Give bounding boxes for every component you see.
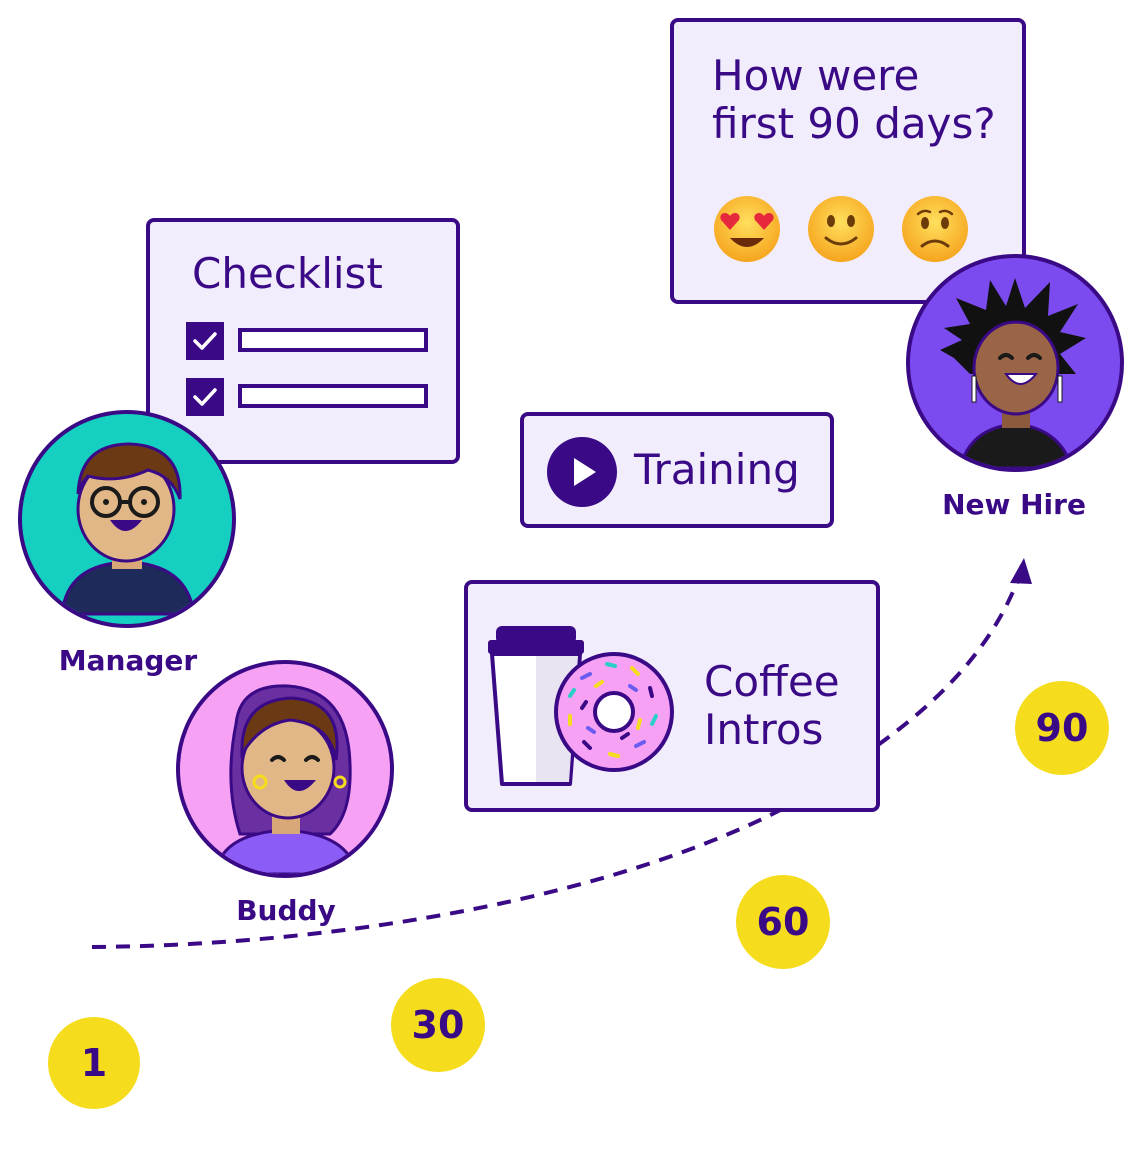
manager-avatar[interactable] xyxy=(18,410,236,628)
coffee-label-line2: Intros xyxy=(704,705,824,754)
buddy-label: Buddy xyxy=(236,894,336,927)
frown-emoji-icon[interactable] xyxy=(900,194,970,264)
manager-label: Manager xyxy=(58,644,198,677)
buddy-illustration xyxy=(214,684,358,874)
smile-emoji-icon[interactable] xyxy=(806,194,876,264)
manager-illustration xyxy=(60,442,196,616)
checklist-title: Checklist xyxy=(192,249,383,298)
play-icon[interactable] xyxy=(546,436,618,508)
survey-card: How were first 90 days? xyxy=(670,18,1026,304)
heart-eyes-emoji-icon[interactable] xyxy=(712,194,782,264)
checklist-item-bar xyxy=(238,328,428,352)
new-hire-label: New Hire xyxy=(942,488,1086,521)
arrow-head-icon xyxy=(1010,558,1032,584)
day-badge-30: 30 xyxy=(391,978,485,1072)
training-label: Training xyxy=(634,445,800,494)
buddy-avatar[interactable] xyxy=(176,660,394,878)
new-hire-avatar[interactable] xyxy=(906,254,1124,472)
checklist-item-bar xyxy=(238,384,428,408)
day-badge-60: 60 xyxy=(736,875,830,969)
new-hire-illustration xyxy=(940,278,1086,468)
coffee-intros-card[interactable]: Coffee Intros xyxy=(464,580,880,812)
day-badge-1: 1 xyxy=(48,1017,140,1109)
checklist-card: Checklist xyxy=(146,218,460,464)
day-badge-90: 90 xyxy=(1015,681,1109,775)
checkbox-checked-icon[interactable] xyxy=(186,322,224,360)
survey-question-line1: How were xyxy=(712,51,920,100)
training-card[interactable]: Training xyxy=(520,412,834,528)
checkbox-checked-icon[interactable] xyxy=(186,378,224,416)
survey-question-line2: first 90 days? xyxy=(712,99,996,148)
coffee-label-line1: Coffee xyxy=(704,657,840,706)
donut-icon xyxy=(554,652,674,772)
